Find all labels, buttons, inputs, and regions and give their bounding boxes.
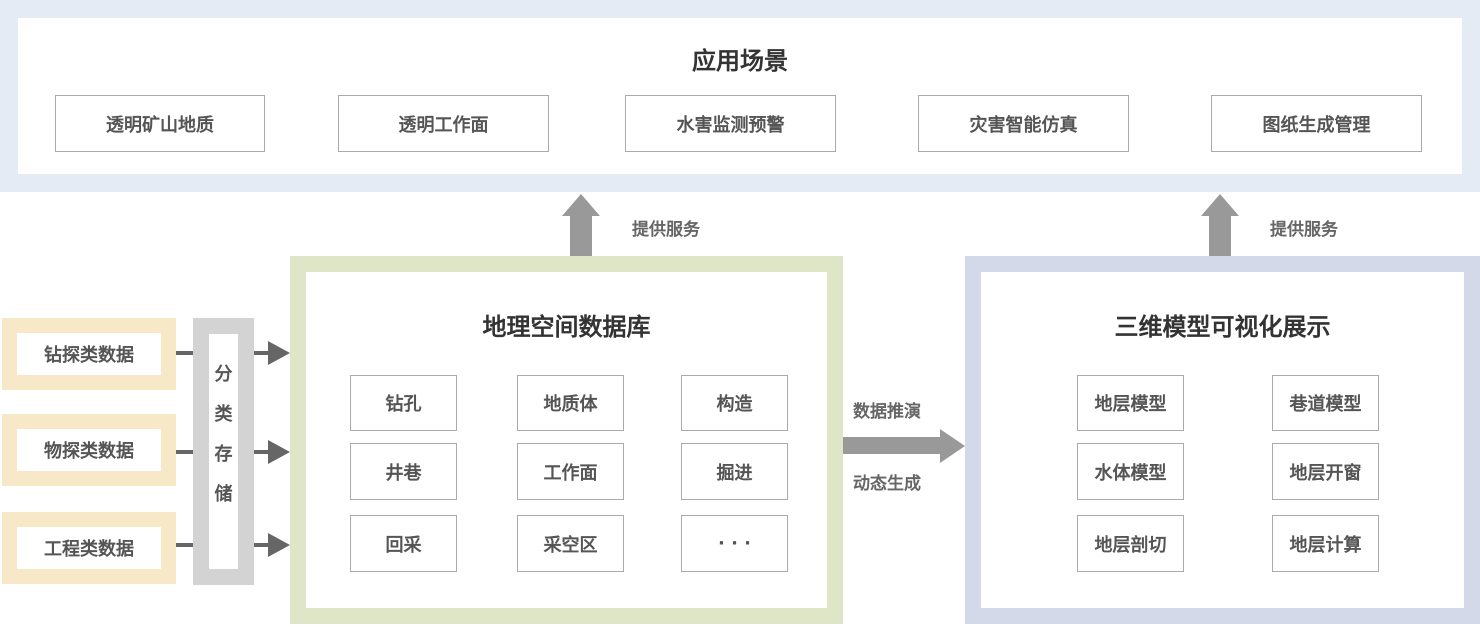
source-label: 物探类数据: [17, 429, 161, 471]
database-item: 工作面: [517, 443, 624, 500]
scenario-item: 透明工作面: [338, 95, 549, 152]
service-label: 提供服务: [1270, 220, 1338, 240]
scenario-item: 灾害智能仿真: [918, 95, 1129, 152]
right-arrow-icon: [254, 533, 290, 557]
visualization-item: 巷道模型: [1272, 375, 1379, 431]
database-item: 井巷: [350, 443, 457, 500]
storage-char: 类: [214, 404, 233, 425]
source-label: 钻探类数据: [17, 333, 161, 375]
scenario-item: 水害监测预警: [625, 95, 836, 152]
storage-char: 存: [214, 444, 233, 465]
database-item: 地质体: [517, 375, 624, 431]
right-arrow-icon: [254, 341, 290, 365]
visualization-item: 地层模型: [1077, 375, 1184, 431]
flow-label-bottom: 动态生成: [853, 474, 921, 494]
visualization-title: 三维模型可视化展示: [1114, 313, 1331, 341]
database-item: 采空区: [517, 515, 624, 572]
right-arrow-icon: [843, 429, 965, 463]
scenario-item: 图纸生成管理: [1211, 95, 1422, 152]
flow-label-top: 数据推演: [853, 402, 921, 422]
source-box: 工程类数据: [2, 512, 176, 584]
database-item: 掘进: [681, 443, 788, 500]
storage-column: 分 类 存 储: [193, 318, 254, 585]
up-arrow-icon: [562, 194, 600, 256]
connector-line: [176, 351, 193, 355]
connector-line: [176, 543, 193, 547]
visualization-panel: [965, 256, 1480, 624]
source-box: 物探类数据: [2, 414, 176, 486]
up-arrow-icon: [1201, 194, 1239, 256]
database-item: 回采: [350, 515, 457, 572]
visualization-item: 地层剖切: [1077, 515, 1184, 572]
database-item: · · ·: [681, 515, 788, 572]
connector-line: [176, 450, 193, 454]
storage-char: 储: [214, 484, 233, 505]
scenario-title: 应用场景: [692, 47, 788, 75]
database-title: 地理空间数据库: [482, 313, 651, 341]
visualization-item: 地层计算: [1272, 515, 1379, 572]
source-label: 工程类数据: [17, 527, 161, 569]
right-arrow-icon: [254, 440, 290, 464]
source-box: 钻探类数据: [2, 318, 176, 390]
storage-char: 分: [214, 364, 233, 385]
scenario-item: 透明矿山地质: [55, 95, 265, 152]
service-label: 提供服务: [632, 220, 700, 240]
visualization-item: 水体模型: [1077, 443, 1184, 500]
database-item: 构造: [681, 375, 788, 431]
visualization-item: 地层开窗: [1272, 443, 1379, 500]
database-item: 钻孔: [350, 375, 457, 431]
